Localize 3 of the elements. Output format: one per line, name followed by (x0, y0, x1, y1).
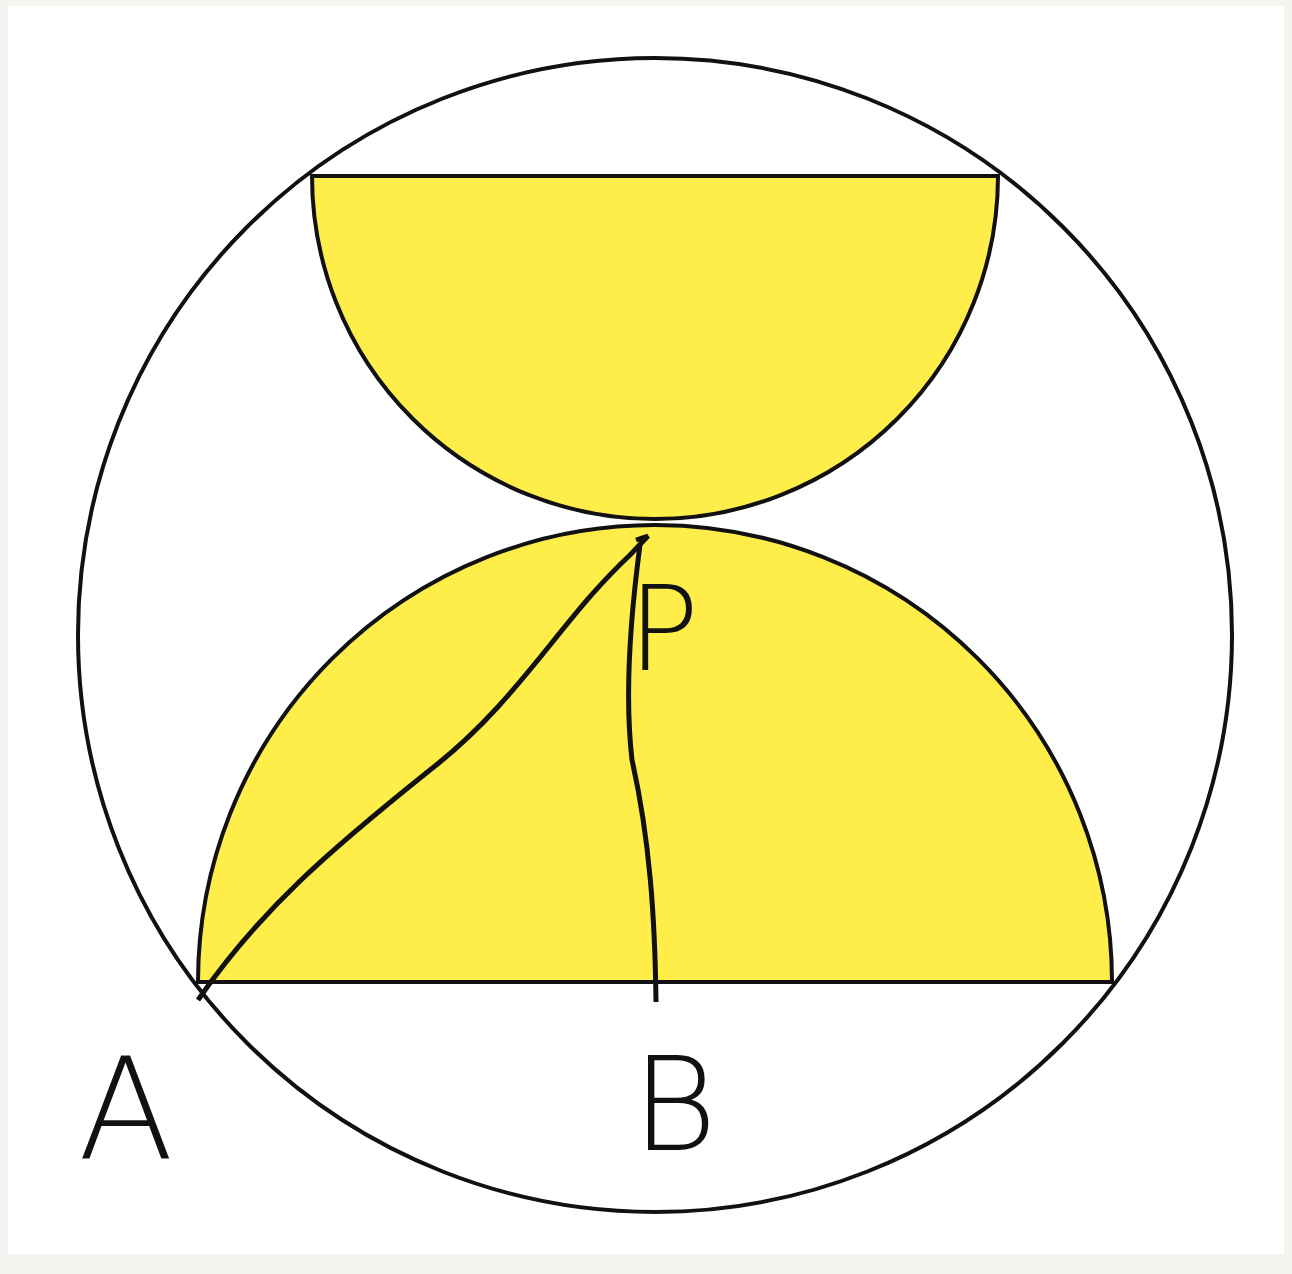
point-label: P (628, 570, 700, 688)
point-label: A (78, 1040, 174, 1180)
point-label: B (632, 1040, 718, 1170)
